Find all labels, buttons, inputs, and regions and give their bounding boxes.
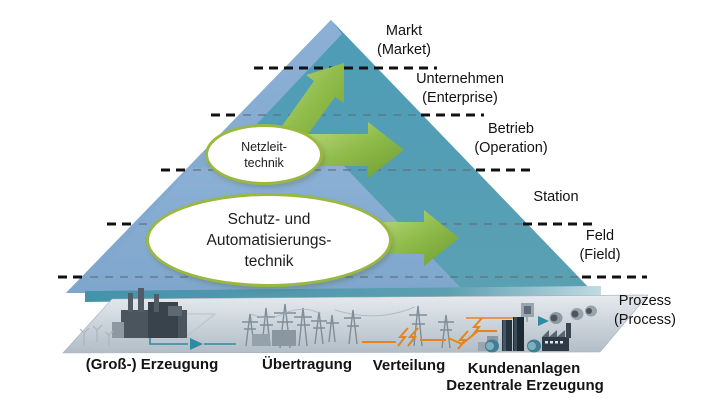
segment-label-kundenanlagen: Kundenanlagen [467,360,581,377]
level-label-feld: Feld (Field) [579,228,621,263]
netzleittechnik-label-line1: Netzleit- [241,139,287,154]
segment-label-verteilung: Verteilung [372,357,446,374]
schutz-label-line2: Automatisierungs- [206,231,332,249]
level-label-betrieb: Betrieb (Operation) [474,121,548,156]
segment-label-erzeugung: (Groß-) Erzeugung [85,356,219,373]
customer-buildings [478,303,597,353]
wind-turbines [79,324,114,346]
power-plant [112,288,187,338]
level-label-station: Station [533,189,579,205]
schutz-label-line3: technik [244,252,294,270]
segment-label-dezentrale-erzeugung: Dezentrale Erzeugung [446,377,604,394]
arrow-right-feld-icon [372,210,459,266]
schutz-label-line1: Schutz- und [227,210,311,228]
teal-cable [149,338,236,350]
process-platform [62,286,649,354]
green-arrows [262,63,459,266]
transmission-towers [242,303,416,349]
arrow-right-betrieb-icon [298,122,404,178]
level-label-markt: Markt (Market) [377,23,431,58]
netzleittechnik-ellipse: Netzleit- technik [205,124,323,185]
schutz-automatisierung-ellipse: Schutz- und Automatisierungs- technik [146,193,392,287]
netzleittechnik-label-line2: technik [244,155,284,170]
distribution-towers [344,305,454,349]
level-label-unternehmen: Unternehmen (Enterprise) [416,71,504,106]
orange-cable [362,317,519,350]
segment-label-uebertragung: Übertragung [262,356,352,373]
level-label-prozess: Prozess (Process) [613,293,677,328]
